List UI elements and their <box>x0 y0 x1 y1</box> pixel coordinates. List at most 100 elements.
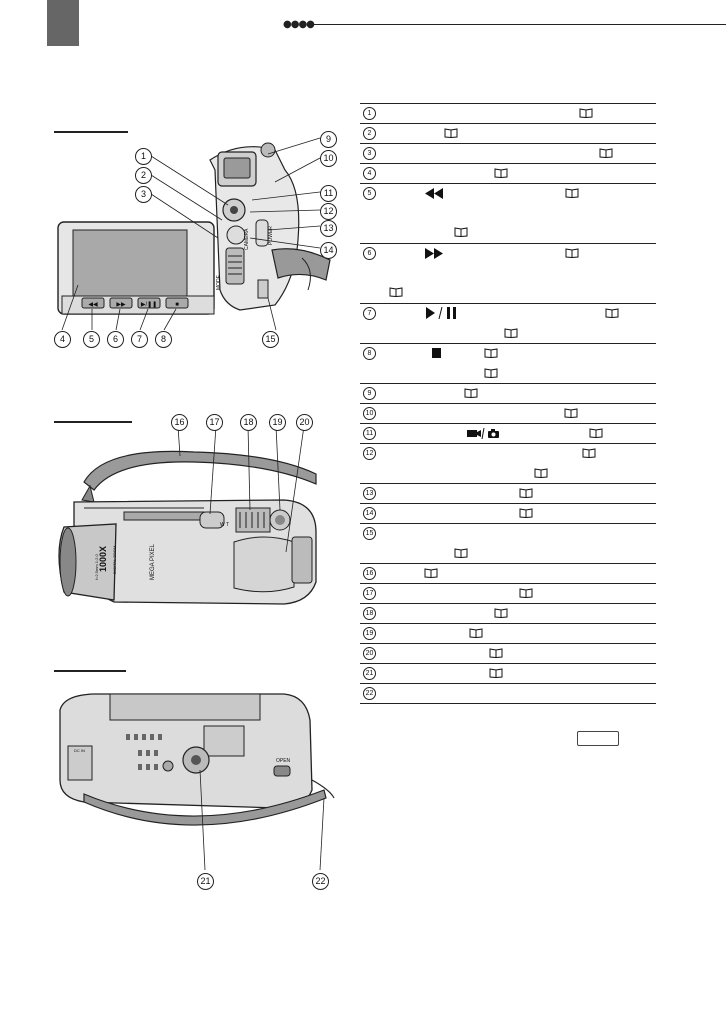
parts-row-number: 19 <box>363 627 376 640</box>
dc-in-label: DC IN <box>74 748 85 753</box>
mode-label: MODE <box>216 274 222 290</box>
lcd-button-play-label: ▶/❚❚ <box>141 301 157 308</box>
mega-pixel-label: MEGA PIXEL <box>150 543 156 580</box>
lcd-button-stop-label: ■ <box>175 302 179 308</box>
book-icon <box>464 388 478 398</box>
callout-4: 4 <box>54 331 71 348</box>
speaker-area <box>233 536 295 593</box>
book-icon <box>444 128 458 138</box>
callout-20: 20 <box>296 414 313 431</box>
book-icon <box>599 148 613 158</box>
power-label: POWER <box>268 226 274 245</box>
book-icon <box>534 468 548 478</box>
lcd-button-rewind <box>81 297 105 309</box>
callout-11: 11 <box>320 185 337 202</box>
callout-8: 8 <box>155 331 172 348</box>
callout-18: 18 <box>240 414 257 431</box>
parts-row-16: 16 <box>360 564 656 584</box>
parts-row-number: 21 <box>363 667 376 680</box>
bottom-strap <box>83 789 327 826</box>
parts-row-number: 13 <box>363 487 376 500</box>
parts-row-number: 18 <box>363 607 376 620</box>
book-icon <box>564 408 578 418</box>
book-icon <box>494 168 508 178</box>
parts-row-5: 5 <box>360 184 656 244</box>
parts-table: 1 2 3 4 5 6 7 8 9 10 <box>360 103 656 704</box>
parts-row-8: 8 <box>360 344 656 384</box>
callout-17: 17 <box>206 414 223 431</box>
auto-switch <box>199 511 225 529</box>
camcorder-top-figure: 1000X DIGITAL ZOOM MEGA PIXEL f=2.5mm 1:… <box>58 425 317 605</box>
fast-forward-icon <box>425 248 443 259</box>
zoom-lever <box>235 507 271 533</box>
parts-row-number: 7 <box>363 307 376 320</box>
parts-row-number: 2 <box>363 127 376 140</box>
parts-row-21: 21 <box>360 664 656 684</box>
parts-row-number: 17 <box>363 587 376 600</box>
parts-row-14: 14 <box>360 504 656 524</box>
card-slot <box>257 279 269 299</box>
camera-label: CAMERA <box>244 228 250 250</box>
lcd-button-ff <box>109 297 133 309</box>
parts-row-13: 13 <box>360 484 656 504</box>
parts-row-19: 19 <box>360 624 656 644</box>
camcorder-bottom-figure: OPEN DC IN <box>59 693 335 870</box>
dc-in-cover <box>67 745 93 781</box>
book-icon <box>484 348 498 358</box>
book-icon <box>489 668 503 678</box>
parts-row-number: 3 <box>363 147 376 160</box>
header-rule <box>312 24 726 25</box>
parts-row-6: 6 <box>360 244 656 304</box>
power-button <box>255 219 269 247</box>
parts-row-22: 22 <box>360 684 656 704</box>
callout-6: 6 <box>107 331 124 348</box>
parts-row-number: 1 <box>363 107 376 120</box>
parts-row-7: 7 <box>360 304 656 344</box>
book-icon <box>565 188 579 198</box>
parts-row-number: 10 <box>363 407 376 420</box>
parts-row-number: 22 <box>363 687 376 700</box>
mode-switch <box>225 247 245 285</box>
note-box <box>577 731 619 746</box>
lcd-screen <box>72 229 188 303</box>
lcd-button-ff-label: ▶▶ <box>116 302 126 308</box>
book-icon <box>469 628 483 638</box>
book-icon <box>389 287 403 297</box>
book-icon <box>454 227 468 237</box>
parts-row-20: 20 <box>360 644 656 664</box>
book-icon <box>489 648 503 658</box>
book-icon <box>424 568 438 578</box>
callout-3: 3 <box>135 186 152 203</box>
callout-19: 19 <box>269 414 286 431</box>
parts-row-15: 15 <box>360 524 656 564</box>
callout-14: 14 <box>320 242 337 259</box>
bottom-view-label-line <box>54 670 126 672</box>
parts-row-number: 15 <box>363 527 376 540</box>
callout-13: 13 <box>320 220 337 237</box>
book-icon <box>582 448 596 458</box>
lcd-button-play <box>137 297 161 309</box>
movie-photo-icon <box>467 428 499 439</box>
lens-sub-label: DIGITAL ZOOM <box>112 546 117 574</box>
callout-22: 22 <box>312 873 329 890</box>
parts-row-number: 6 <box>363 247 376 260</box>
callout-16: 16 <box>171 414 188 431</box>
top-view-label-line <box>54 421 132 423</box>
book-icon <box>454 548 468 558</box>
callout-10: 10 <box>320 150 337 167</box>
parts-row-number: 20 <box>363 647 376 660</box>
lens-brand-label: 1000X <box>98 546 108 572</box>
book-icon <box>519 508 533 518</box>
parts-row-18: 18 <box>360 604 656 624</box>
book-icon <box>484 368 498 378</box>
callout-5: 5 <box>83 331 100 348</box>
book-icon <box>504 328 518 338</box>
grip-strap <box>271 248 331 281</box>
play-pause-icon <box>426 307 456 319</box>
parts-row-number: 5 <box>363 187 376 200</box>
rewind-icon <box>425 188 443 199</box>
callout-9: 9 <box>320 131 337 148</box>
book-icon <box>565 248 579 258</box>
book-icon <box>605 308 619 318</box>
battery <box>291 536 313 584</box>
